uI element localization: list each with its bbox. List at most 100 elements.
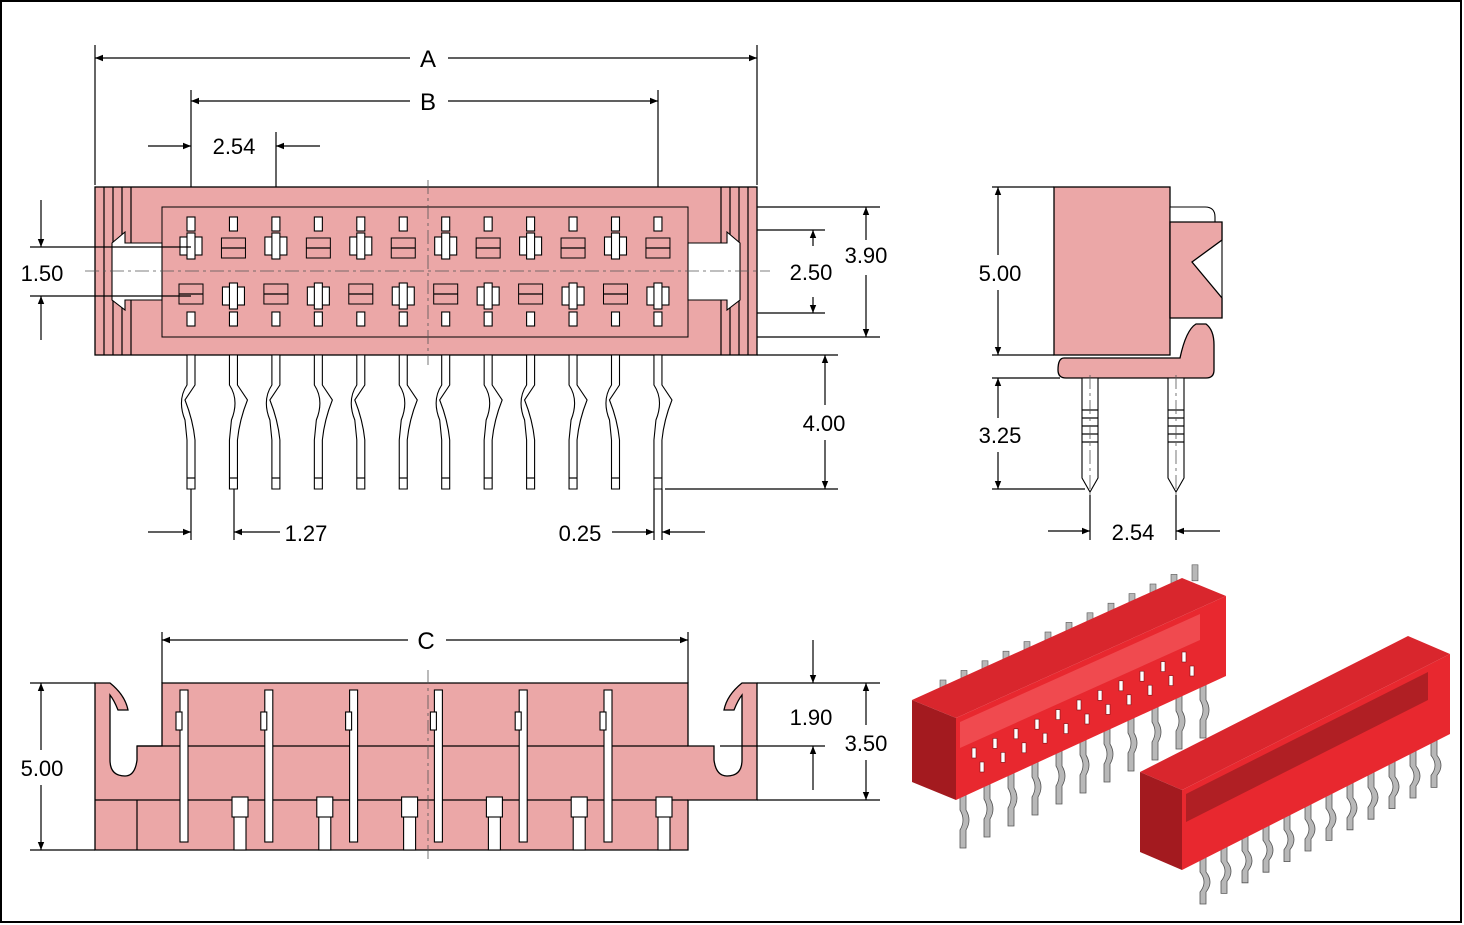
- render-pin: [1346, 777, 1358, 831]
- pitch-label: 2.54: [213, 134, 256, 159]
- lead: [350, 354, 366, 490]
- lead: [398, 354, 418, 490]
- contact-tab: [568, 216, 578, 232]
- render-hole: [1021, 742, 1027, 754]
- render-hole: [1042, 732, 1048, 744]
- render-pin: [1175, 680, 1186, 750]
- side-lead-length-label: 3.25: [979, 423, 1022, 448]
- contact-pin: [526, 232, 536, 260]
- contact-tab: [610, 216, 621, 232]
- contact-tab: [610, 311, 621, 327]
- render-hole: [1097, 690, 1103, 701]
- render-pin: [1262, 819, 1274, 873]
- lead: [435, 354, 451, 490]
- bottom-pin-tab: [175, 711, 183, 731]
- render-pin: [1304, 798, 1316, 852]
- contact-tab: [526, 216, 536, 232]
- contact-pin: [356, 232, 366, 260]
- bottom-height-190-label: 1.90: [790, 705, 833, 730]
- render-pin: [1409, 745, 1421, 799]
- render-hole: [979, 761, 985, 773]
- render-hole: [1168, 675, 1174, 686]
- render-hole: [1000, 752, 1006, 763]
- render-pin-back: [1191, 564, 1199, 582]
- render-hole: [1063, 723, 1069, 734]
- contact-tab: [271, 311, 281, 327]
- render-pin: [1430, 735, 1442, 788]
- bottom-pin: [179, 689, 189, 843]
- render-pin: [1283, 809, 1295, 862]
- render-pin: [1199, 669, 1210, 739]
- render-pin: [1199, 851, 1211, 905]
- contact-tab: [526, 311, 536, 327]
- contact-tab: [653, 311, 663, 327]
- render-pin: [1388, 756, 1400, 809]
- contact-tab: [271, 216, 281, 232]
- render-hole: [1105, 704, 1111, 715]
- contact-pin: [568, 282, 578, 310]
- bottom-pin-tab: [599, 711, 607, 731]
- render-hole: [1084, 713, 1090, 725]
- side-row-pitch-label: 2.54: [1112, 520, 1155, 545]
- contact-tab: [568, 311, 578, 327]
- contact-tab: [653, 216, 663, 232]
- render-pin: [1151, 691, 1162, 761]
- lead: [180, 354, 196, 490]
- dim-a-label: A: [420, 46, 436, 73]
- contact-tab: [441, 216, 451, 232]
- render-hole: [1118, 680, 1124, 692]
- contact-pin: [228, 282, 238, 310]
- render-hole: [1139, 670, 1145, 682]
- bottom-lead-tab: [231, 796, 249, 818]
- bottom-view: C 5.00 1.90 3.50: [21, 628, 887, 862]
- render-hole: [1076, 699, 1082, 711]
- lead: [605, 354, 621, 490]
- render-pin: [1241, 830, 1253, 884]
- contact-tab: [356, 311, 366, 327]
- lead: [228, 354, 249, 490]
- render-pin: [1127, 702, 1138, 772]
- connector-render-right: [1140, 636, 1450, 905]
- lead: [520, 354, 536, 490]
- lead: [653, 354, 673, 490]
- bottom-lead-tab: [316, 796, 334, 818]
- render-hole: [992, 738, 998, 749]
- height-390-label: 3.90: [845, 243, 888, 268]
- lead-length-label: 4.00: [803, 411, 846, 436]
- lead: [568, 354, 588, 490]
- bottom-pin-tab: [514, 711, 522, 731]
- dim-c-label: C: [417, 628, 434, 655]
- bottom-lead-tab: [401, 796, 419, 818]
- lead: [265, 354, 281, 490]
- render-hole: [1160, 661, 1166, 672]
- lead-width-label: 0.25: [559, 521, 602, 546]
- height-150-label: 1.50: [21, 261, 64, 286]
- contact-pin: [186, 232, 196, 260]
- contact-tab: [398, 311, 408, 327]
- lead: [483, 354, 503, 490]
- contact-tab: [313, 311, 323, 327]
- contact-pin: [653, 282, 663, 310]
- side-height-label: 5.00: [979, 261, 1022, 286]
- connector-render-left: [912, 564, 1226, 849]
- contact-pin: [313, 282, 323, 310]
- bottom-lead-tab: [485, 796, 503, 818]
- contact-pin: [398, 282, 408, 310]
- render-hole: [1147, 684, 1153, 696]
- dim-b-label: B: [420, 89, 436, 116]
- bottom-lead-tab: [570, 796, 588, 818]
- contact-pin: [271, 232, 281, 260]
- bottom-pin: [603, 689, 613, 843]
- bottom-lead-tab: [655, 796, 673, 818]
- render-pin: [1367, 766, 1379, 820]
- bottom-pin: [518, 689, 528, 843]
- bottom-pin: [349, 689, 359, 843]
- contact-tab: [228, 216, 238, 232]
- bottom-pin-tab: [345, 711, 353, 731]
- bottom-pin-tab: [260, 711, 268, 731]
- lead-pitch-label: 1.27: [285, 521, 328, 546]
- contact-tab: [313, 216, 323, 232]
- render-hole: [1189, 665, 1195, 677]
- render-pin: [1325, 788, 1337, 841]
